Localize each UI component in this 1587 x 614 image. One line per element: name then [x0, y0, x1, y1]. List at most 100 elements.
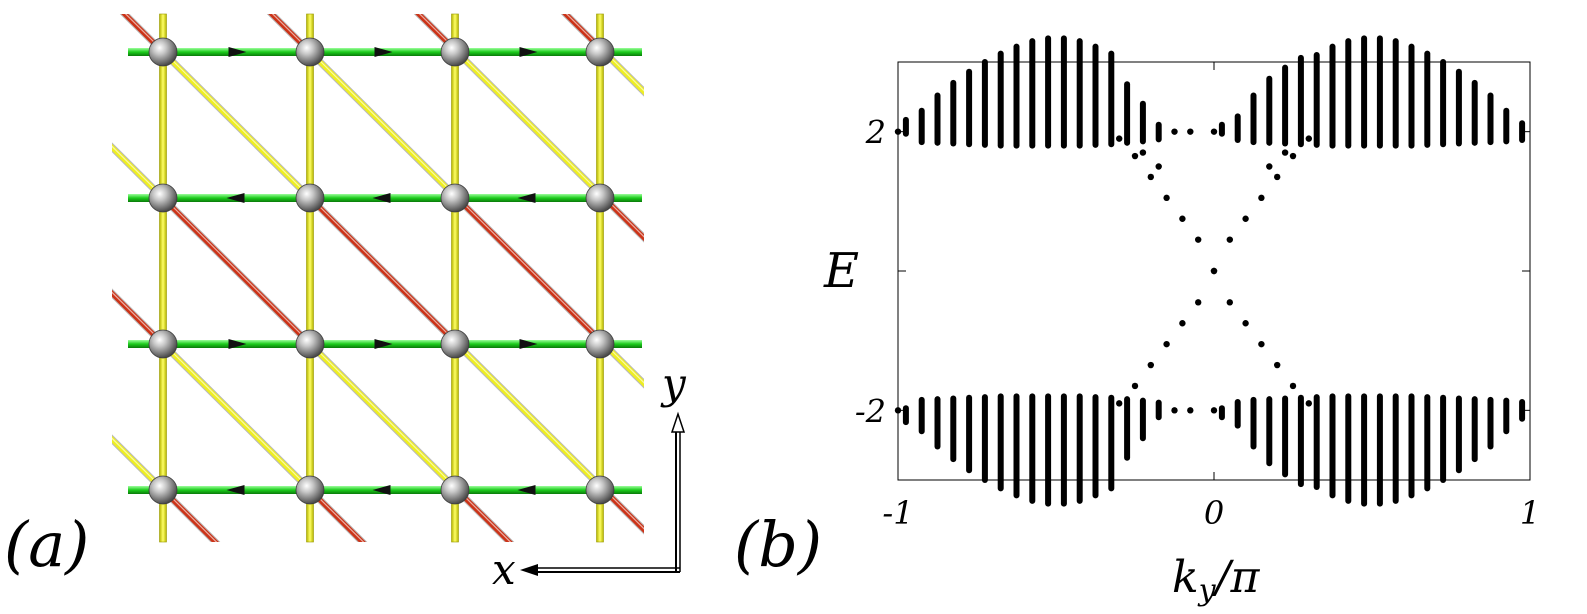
panel-a-label: (a): [4, 508, 89, 581]
lattice-site: [585, 475, 615, 505]
lattice-diagram: [112, 0, 751, 543]
edge-state-point: [1131, 382, 1139, 390]
diagonal-bond: [604, 0, 751, 52]
lattice-site: [440, 329, 470, 359]
diagonal-bond: [601, 195, 644, 242]
data-point: [1210, 407, 1218, 414]
edge-state-point: [1226, 236, 1234, 243]
bond-arrow-right-icon: [519, 47, 538, 57]
diagonal-bond: [601, 487, 644, 534]
x-axis-label-sub: y: [1197, 573, 1217, 608]
panel-a-annotations: (a) y x: [4, 359, 687, 594]
diagonal-bond-highlight: [456, 342, 605, 490]
diagonal-bond: [160, 487, 219, 542]
diagonal-bond-highlight: [162, 488, 218, 542]
diagonal-bond: [454, 341, 607, 493]
x-tick-label: 1: [1520, 494, 1540, 532]
diagonal-bond-shadow: [119, 14, 167, 56]
diagonal-bond-highlight: [309, 342, 458, 490]
diagonal-bond: [112, 435, 166, 493]
edge-state-point: [1210, 267, 1218, 275]
diagonal-bond: [160, 195, 313, 347]
edge-state-point: [1274, 173, 1281, 181]
diagonal-bond-shadow: [560, 14, 608, 56]
lattice-site: [295, 329, 325, 359]
diagonal-bond-highlight: [124, 14, 164, 52]
edge-state-point: [1179, 320, 1186, 327]
lattice-site: [585, 329, 615, 359]
data-point: [1187, 128, 1194, 135]
x-tick-label: 0: [1204, 494, 1224, 532]
x-axis-label: ky/π: [1172, 552, 1260, 608]
x-axis-label-main: k: [1172, 552, 1199, 603]
diagonal-bond-highlight: [603, 342, 644, 384]
bond-arrow-right-icon: [374, 339, 393, 349]
lattice-site: [440, 37, 470, 67]
edge-state-point: [1305, 135, 1313, 142]
lattice-site: [585, 37, 615, 67]
diagonal-bond: [415, 14, 460, 55]
edge-state-point: [1258, 194, 1265, 202]
edge-state-point: [1258, 340, 1265, 348]
bond-arrow-left-icon: [226, 193, 245, 203]
diagonal-bond: [454, 487, 513, 542]
lattice-site: [295, 183, 325, 213]
diagonal-bond: [112, 289, 166, 347]
lattice-site: [440, 475, 470, 505]
bond-arrow-right-icon: [228, 339, 247, 349]
diagonal-bond-shadow: [413, 14, 461, 56]
diagonal-bond: [307, 49, 460, 201]
diagonal-bond-highlight: [565, 14, 605, 52]
edge-state-point: [1226, 299, 1234, 306]
edge-state-point: [1274, 361, 1281, 369]
edge-state-point: [1242, 320, 1249, 327]
data-point: [894, 407, 902, 414]
diagonal-bond-highlight: [603, 488, 644, 530]
y-tick-label: -2: [855, 392, 886, 430]
edge-state-point: [1195, 236, 1202, 243]
data-point: [1210, 128, 1218, 135]
edge-state-point: [1195, 299, 1202, 306]
data-point: [1171, 407, 1178, 414]
edge-state-point: [1147, 361, 1155, 369]
edge-state-point: [1289, 152, 1297, 160]
data-point: [1266, 163, 1273, 170]
lattice-site: [440, 183, 470, 213]
diagonal-bond-highlight: [456, 196, 605, 344]
diagonal-bond: [307, 487, 366, 542]
edge-state-point: [1131, 152, 1139, 160]
diagonal-bond-highlight: [112, 145, 164, 198]
bond-arrow-left-icon: [517, 485, 536, 495]
diagonal-bond-shadow: [266, 14, 314, 56]
diagonal-bond-highlight: [112, 437, 164, 490]
data-point: [1187, 407, 1194, 414]
data-point: [1171, 128, 1178, 135]
data-point: [1281, 149, 1289, 156]
vertical-bond: [596, 13, 604, 543]
diagonal-bond-highlight: [418, 14, 458, 52]
data-point: [1155, 163, 1162, 170]
diagonal-bond-highlight: [309, 488, 365, 542]
diagonal-bond: [601, 49, 644, 96]
vertical-bond: [451, 13, 459, 543]
lattice-site: [148, 329, 178, 359]
edge-state-point: [1179, 215, 1186, 222]
edge-state-point: [1305, 400, 1313, 407]
diagonal-bond-highlight: [456, 50, 605, 198]
edge-state-point: [1116, 400, 1123, 407]
axis-y-label: y: [660, 359, 687, 408]
edge-state-point: [1289, 382, 1297, 390]
panel-b-label: (b): [734, 508, 822, 581]
y-axis-label: E: [823, 243, 859, 299]
diagonal-bond: [268, 14, 313, 55]
bond-arrow-right-icon: [228, 47, 247, 57]
diagonal-bond-highlight: [271, 14, 311, 52]
diagonal-bond-highlight: [604, 0, 751, 51]
lattice-site: [148, 475, 178, 505]
diagonal-bond-highlight: [309, 50, 458, 198]
data-point: [894, 128, 902, 135]
diagonal-bond: [112, 143, 166, 201]
diagonal-bond: [160, 49, 313, 201]
